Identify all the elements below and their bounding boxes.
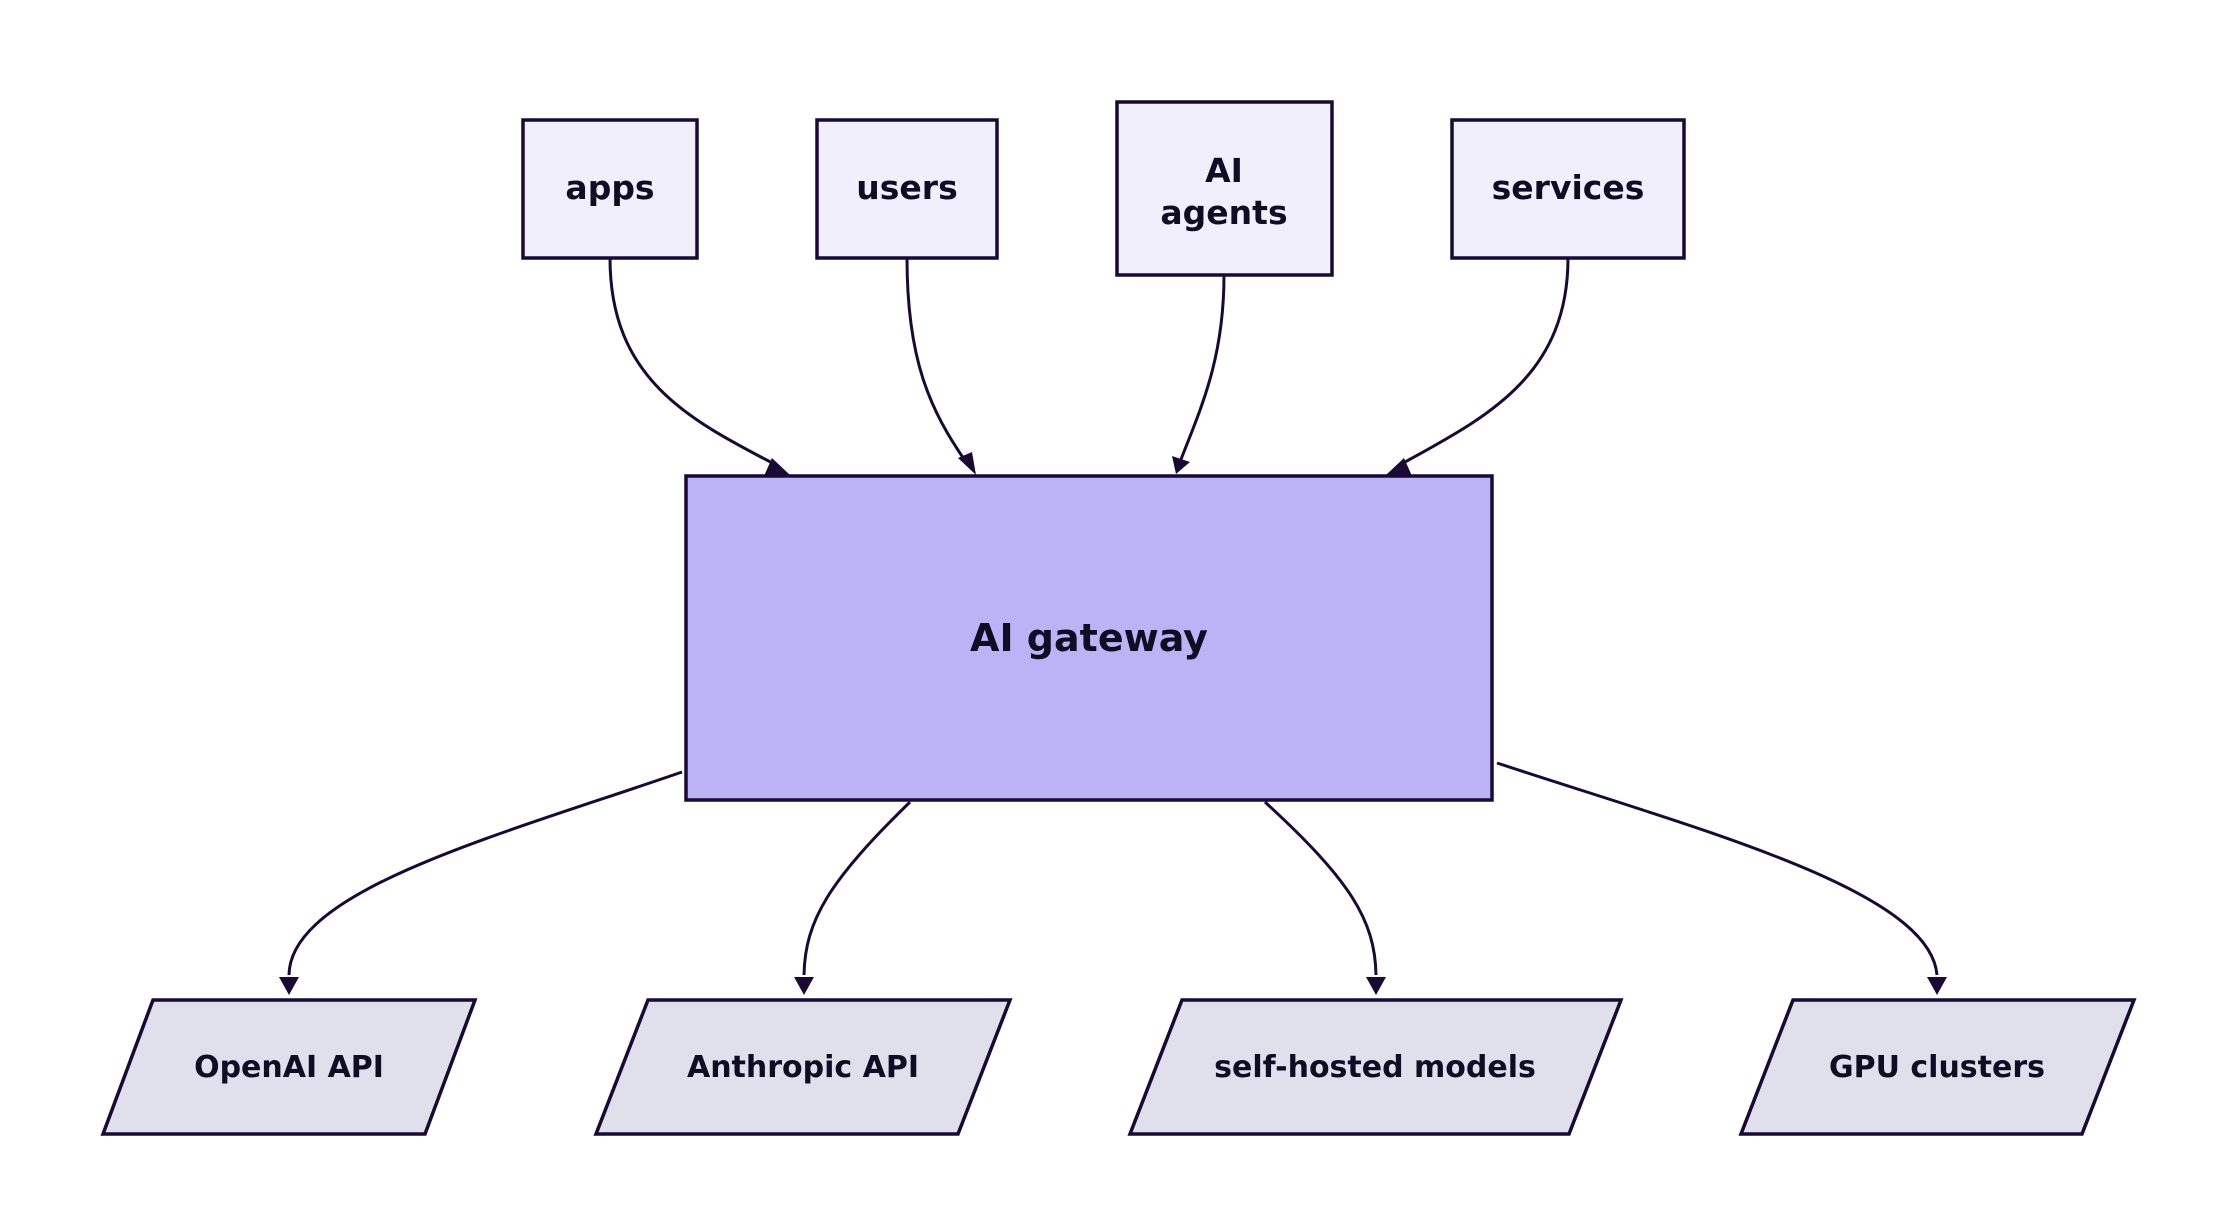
arrowhead-icon [958,452,976,475]
edge-apps-to-gateway [608,257,779,468]
source-label: apps [565,168,654,207]
edge-gateway-to-anthropic-api [802,800,912,976]
source-label: users [856,168,957,207]
arrowhead-icon [1927,977,1947,995]
source-node-users[interactable]: users [815,118,999,260]
source-node-services[interactable]: services [1450,118,1686,260]
edge-services-to-gateway [1397,257,1570,468]
target-label: self-hosted models [1214,1050,1536,1085]
edge-gateway-to-gpu-clusters [1496,761,1939,976]
target-label: GPU clusters [1829,1050,2045,1085]
source-node-ai-agents[interactable]: AI agents [1115,100,1334,277]
arrowhead-icon [1366,977,1386,995]
arrowhead-icon [1172,456,1190,474]
target-node-self-hosted-models[interactable]: self-hosted models [1127,998,1624,1136]
gateway-node[interactable]: AI gateway [684,474,1494,802]
source-label: AI [1205,151,1243,190]
source-node-apps[interactable]: apps [521,118,699,260]
edge-ai-agents-to-gateway [1178,274,1226,463]
edges-in [608,257,1570,476]
arrowhead-icon [764,458,790,476]
arrowhead-icon [1386,458,1412,476]
edge-gateway-to-self-hosted-models [1263,800,1378,976]
target-label: OpenAI API [194,1050,384,1085]
target-node-anthropic-api[interactable]: Anthropic API [593,998,1013,1136]
edge-users-to-gateway [905,257,968,463]
edge-gateway-to-openai-api [287,770,683,976]
target-node-openai-api[interactable]: OpenAI API [100,998,478,1136]
target-label: Anthropic API [687,1050,919,1085]
arrowhead-icon [794,977,814,995]
arrowhead-icon [279,977,299,995]
gateway-label: AI gateway [970,616,1208,660]
edges-out [279,761,1947,995]
target-node-gpu-clusters[interactable]: GPU clusters [1738,998,2137,1136]
source-label: services [1492,168,1645,207]
source-label: agents [1160,193,1287,232]
